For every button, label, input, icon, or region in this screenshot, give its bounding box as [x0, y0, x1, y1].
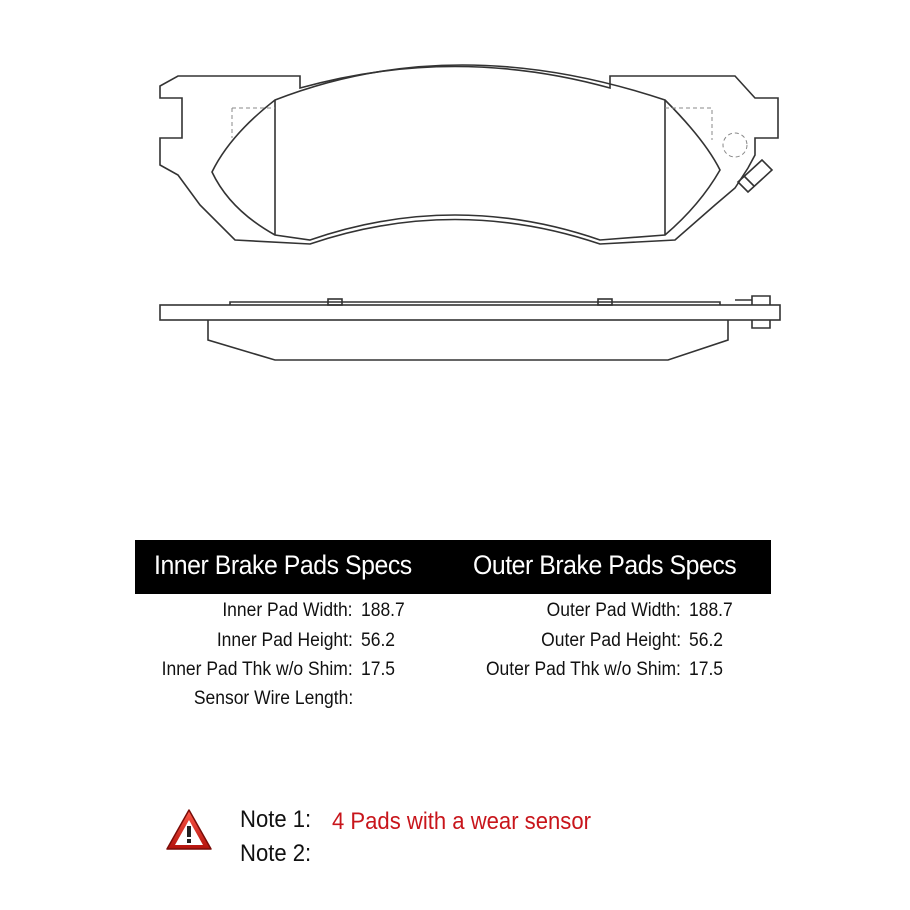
pad-front-view [159, 64, 779, 245]
inner-thickness-label: Inner Pad Thk w/o Shim: [161, 659, 353, 680]
note-2-label: Note 2: [240, 840, 312, 867]
inner-height-label: Inner Pad Height: [216, 630, 353, 651]
sensor-wire-length-label: Sensor Wire Length: [193, 688, 353, 709]
note-1-text: 4 Pads with a wear sensor [332, 808, 591, 835]
inner-width-label: Inner Pad Width: [222, 600, 353, 621]
outer-thickness-value: 17.5 [689, 659, 724, 680]
outer-specs-title: Outer Brake Pads Specs [473, 550, 737, 580]
note-1-label: Note 1: [240, 806, 312, 833]
warning-triangle-icon [166, 809, 212, 850]
outer-height-value: 56.2 [689, 630, 724, 651]
outer-height-label: Outer Pad Height: [541, 630, 681, 651]
inner-height-value: 56.2 [361, 630, 396, 651]
wear-sensor-clip [736, 158, 774, 194]
inner-width-value: 188.7 [361, 600, 405, 621]
brake-pad-drawing [159, 64, 781, 361]
inner-thickness-value: 17.5 [361, 659, 396, 680]
outer-width-label: Outer Pad Width: [546, 600, 681, 621]
outer-thickness-label: Outer Pad Thk w/o Shim: [486, 659, 681, 680]
pad-side-view [159, 295, 781, 361]
inner-specs-title: Inner Brake Pads Specs [154, 550, 412, 580]
pad-hidden-lines [231, 107, 748, 158]
outer-width-value: 188.7 [689, 600, 733, 621]
specs-header-bar: Inner Brake Pads Specs Outer Brake Pads … [135, 540, 771, 594]
